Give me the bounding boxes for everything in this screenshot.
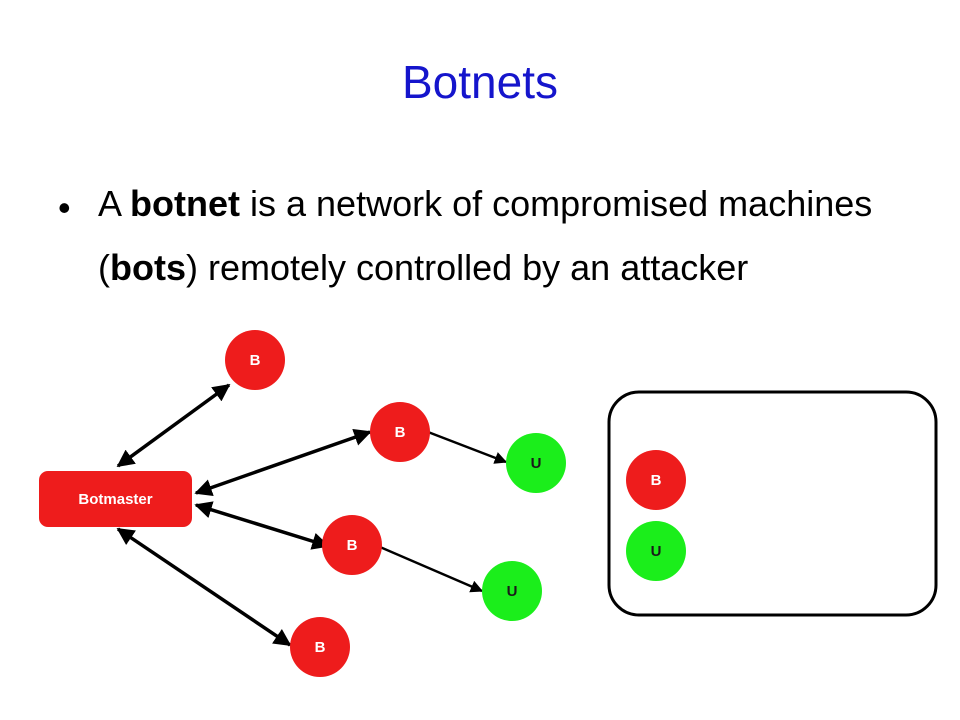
bullet-text-part: is a network of compromised machines ( [98, 183, 873, 288]
edge-bot-user-2 [379, 545, 484, 593]
edge-botmaster-bot-1 [116, 383, 231, 468]
edge-bot-user-1 [427, 430, 508, 464]
bullet-term-bots: bots [110, 247, 186, 288]
bullet-text: A botnet is a network of compromised mac… [98, 172, 918, 300]
bullet-icon: • [58, 187, 71, 228]
bot-node-4 [290, 617, 350, 677]
bot-node-label: B [395, 424, 406, 441]
bot-node-label: B [347, 537, 358, 554]
bullet-text-part: ) remotely controlled by an attacker [186, 247, 749, 288]
slide-title: Botnets [402, 56, 558, 108]
user-node-label: U [507, 583, 518, 600]
legend-box [607, 390, 938, 617]
bot-node-label: B [250, 352, 261, 369]
bot-node-2 [370, 402, 430, 462]
user-node-label: U [531, 455, 542, 472]
bullet-term-botnet: botnet [130, 183, 240, 224]
user-node-1 [506, 433, 566, 493]
edge-botmaster-bot-2 [194, 428, 372, 497]
botmaster-box [39, 471, 192, 527]
bullet-text-part: A [98, 183, 131, 224]
edge-botmaster-bot-4 [116, 527, 292, 647]
edge-botmaster-bot-3 [194, 501, 330, 550]
user-node-2 [482, 561, 542, 621]
bot-node-3 [322, 515, 382, 575]
legend-user-label: U [651, 543, 662, 560]
bot-node-1 [225, 330, 285, 390]
bot-node-label: B [315, 639, 326, 656]
legend-bot-label: B [651, 472, 662, 489]
legend-bot-node [626, 450, 686, 510]
botmaster-label: Botmaster [78, 491, 152, 508]
legend-user-node [626, 521, 686, 581]
